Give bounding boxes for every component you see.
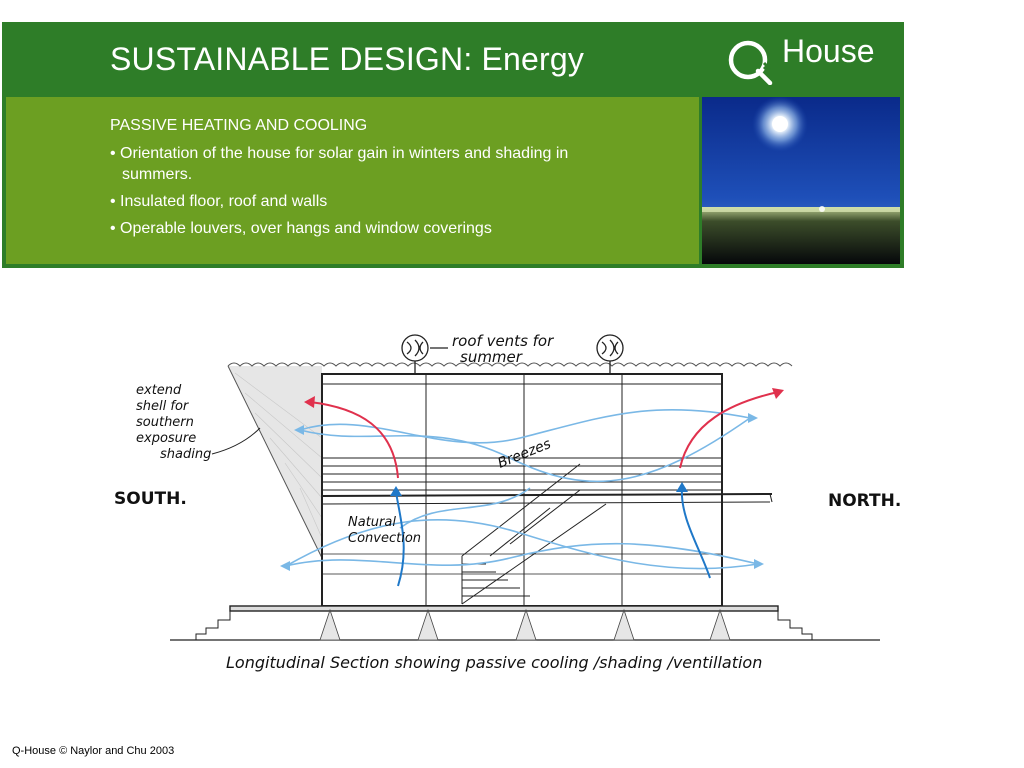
label-extend-2: shell for bbox=[136, 399, 190, 414]
q-logo-icon bbox=[728, 40, 773, 85]
breeze-flows bbox=[285, 408, 759, 570]
label-convection: Convection bbox=[348, 531, 421, 546]
footer-copyright: Q-House © Naylor and Chu 2003 bbox=[12, 745, 175, 757]
roof-vent-icon bbox=[401, 334, 624, 374]
label-extend-3: southern bbox=[136, 415, 194, 430]
logo-text: House bbox=[782, 33, 875, 69]
label-roof-vents: roof vents for bbox=[452, 332, 554, 350]
stair bbox=[461, 463, 607, 605]
label-north: NORTH. bbox=[828, 491, 901, 511]
piers bbox=[319, 608, 731, 641]
extend-leader-line bbox=[211, 427, 261, 455]
qhouse-logo: House bbox=[702, 25, 900, 95]
sun-photo-image bbox=[702, 97, 900, 264]
label-south: SOUTH. bbox=[114, 489, 187, 509]
warm-air-arrowheads bbox=[304, 388, 784, 408]
bullet-item: • Orientation of the house for solar gai… bbox=[110, 145, 569, 183]
title-bar: SUSTAINABLE DESIGN: Energy bbox=[6, 25, 699, 95]
bullet-list: • Orientation of the house for solar gai… bbox=[110, 143, 630, 245]
label-extend-1: extend bbox=[136, 383, 182, 398]
sun-sky-photo bbox=[702, 97, 900, 264]
cool-air-arrowheads bbox=[390, 482, 688, 496]
label-extend-4: exposure bbox=[136, 431, 196, 446]
content-panel: PASSIVE HEATING AND COOLING • Orientatio… bbox=[6, 97, 699, 264]
label-roof-vents-summer: summer bbox=[460, 348, 523, 366]
roof-corrugation bbox=[227, 362, 793, 367]
label-natural: Natural bbox=[348, 515, 396, 530]
slide-title: SUSTAINABLE DESIGN: Energy bbox=[110, 41, 585, 77]
bullet-item: • Insulated floor, roof and walls bbox=[110, 193, 328, 210]
section-heading: PASSIVE HEATING AND COOLING bbox=[110, 117, 368, 134]
warm-air-flow bbox=[309, 391, 779, 479]
bullet-item: • Operable louvers, over hangs and windo… bbox=[110, 220, 492, 237]
section-sketch-diagram: roof vents for summer extend shell for s… bbox=[114, 332, 901, 672]
cool-air-flow bbox=[395, 487, 711, 587]
breeze-arrowheads bbox=[280, 413, 764, 571]
diagram-caption: Longitudinal Section showing passive coo… bbox=[226, 653, 762, 672]
label-extend-5: shading bbox=[160, 447, 211, 462]
slide-header: SUSTAINABLE DESIGN: Energy House PASSIVE… bbox=[2, 22, 904, 268]
